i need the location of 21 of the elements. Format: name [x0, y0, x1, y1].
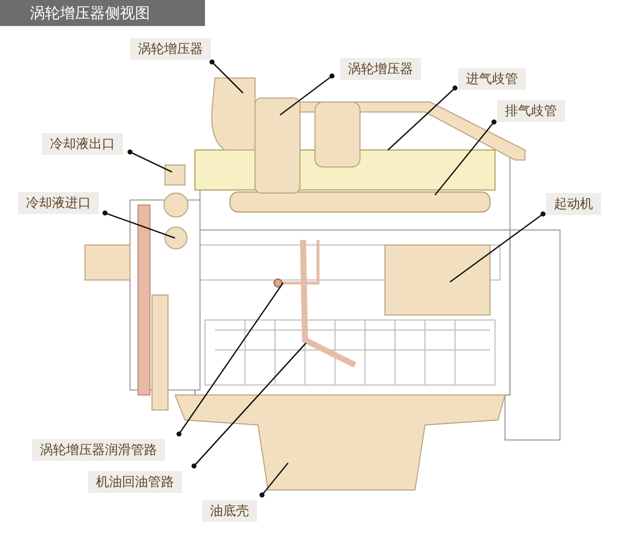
leader-line	[192, 342, 306, 468]
leader-line	[260, 462, 288, 498]
callout-label: 排气歧管	[497, 100, 565, 122]
leader-line	[280, 74, 334, 116]
callout-label: 起动机	[546, 193, 601, 215]
callout-label: 冷却液出口	[42, 133, 123, 155]
leader-line	[176, 282, 284, 436]
callout-label: 进气歧管	[458, 68, 526, 90]
leader-line	[434, 120, 496, 196]
callout-label: 涡轮增压器	[340, 58, 421, 80]
title-banner: 涡轮增压器侧视图	[0, 0, 205, 26]
callout-label: 涡轮增压器润滑管路	[32, 439, 165, 461]
leader-line	[102, 210, 176, 239]
leader-line	[210, 60, 244, 94]
callout-label: 机油回油管路	[88, 471, 182, 493]
leader-line	[450, 212, 546, 283]
leader-line	[128, 150, 172, 173]
leader-line	[388, 86, 458, 150]
callout-label: 油底壳	[202, 500, 257, 522]
callout-label: 冷却液进口	[18, 192, 99, 214]
callout-label: 涡轮增压器	[130, 38, 211, 60]
